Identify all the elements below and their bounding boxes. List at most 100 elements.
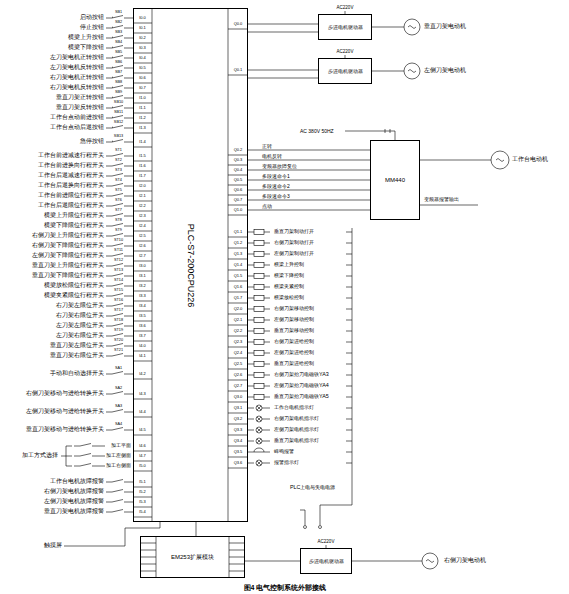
wire [106, 430, 112, 431]
output-name: 左侧刀架移动控制 [274, 317, 314, 322]
wire [264, 254, 270, 255]
motor-name: 右侧刀架电动机 [444, 558, 486, 564]
wire [264, 386, 270, 387]
terminal-divider [133, 321, 152, 322]
pin-name: I2.3 [139, 214, 146, 218]
input-name: 停止按钮 [80, 25, 104, 31]
input-name: 垂直刀架上升限位行程开关 [32, 263, 104, 269]
pin-name: I4.1 [139, 354, 146, 358]
wire [124, 128, 133, 129]
pin-name: I3.3 [139, 294, 146, 298]
terminal-divider [133, 161, 152, 162]
pin-name: Q0.4 [234, 168, 243, 172]
inverter-box: MM440 [370, 140, 420, 220]
wire [106, 128, 112, 129]
pin-name: I1.3 [139, 126, 146, 130]
wire [264, 276, 270, 277]
motor-symbol [491, 151, 509, 169]
wire [264, 397, 270, 398]
terminal-divider [133, 123, 152, 124]
wire [346, 331, 352, 332]
pin-name: I2.5 [139, 234, 146, 238]
terminal-divider [133, 113, 152, 114]
lamp-symbol [257, 428, 261, 432]
wire [106, 266, 112, 267]
input-name: 右刀架电机反转按钮 [50, 85, 104, 91]
device-tag: ST8 [115, 219, 122, 223]
coil-symbol [254, 252, 264, 257]
coil-symbol [254, 362, 264, 367]
terminal-divider [228, 155, 248, 156]
terminal-divider [228, 369, 248, 370]
wire [124, 356, 133, 357]
terminal-divider [229, 550, 245, 551]
pin-name: I1.4 [139, 140, 146, 144]
terminal-divider [140, 550, 156, 551]
wire [106, 216, 112, 217]
wire [346, 298, 352, 299]
lamp-symbol [257, 406, 261, 410]
signal-wire [248, 150, 370, 151]
wire [106, 246, 112, 247]
wire [124, 98, 133, 99]
wire [106, 286, 112, 287]
switch-contact [112, 334, 123, 337]
wire [124, 118, 133, 119]
wire [248, 441, 254, 442]
terminal-divider [228, 75, 248, 76]
wire [124, 394, 133, 395]
wire [124, 108, 133, 109]
wire [264, 452, 270, 453]
wire [124, 68, 133, 69]
button-mark [112, 47, 113, 48]
terminal-divider [228, 336, 248, 337]
device-tag: SB6 [115, 61, 122, 65]
coil-symbol [254, 329, 264, 334]
wire [124, 512, 133, 513]
device-tag: ST3 [115, 169, 122, 173]
wire [346, 265, 352, 266]
input-name: 横梁上升限位行程开关 [44, 213, 104, 219]
switch-contact [112, 140, 123, 143]
switch-contact [112, 224, 123, 227]
pin-name: Q0.6 [234, 188, 243, 192]
input-name: 垂直刀架电机故障报警 [44, 509, 104, 515]
pin-name: Q0.0 [234, 22, 243, 26]
wire [106, 48, 112, 49]
wire [92, 446, 105, 447]
device-tag: ST1 [115, 149, 122, 153]
terminal-divider [140, 564, 156, 565]
pin-name: Q1.3 [234, 252, 243, 256]
terminal-column [152, 8, 153, 522]
wire [106, 78, 112, 79]
terminal-divider [228, 314, 248, 315]
wire [248, 342, 254, 343]
output-name: 右侧刀架抬刀电磁铁YA3 [274, 372, 329, 377]
pin-name: Q3.2 [234, 417, 243, 421]
wire [248, 180, 370, 181]
motor-symbol [422, 553, 438, 569]
input-name: 工作台前进减速行程开关 [38, 153, 104, 159]
terminal-divider [228, 358, 248, 359]
device-tag: SA3 [115, 405, 122, 409]
terminal-divider [133, 221, 152, 222]
switch-contact [112, 36, 123, 39]
wire [264, 364, 270, 365]
supply-label: AC220V [337, 50, 354, 55]
wire [124, 78, 133, 79]
switch-contact [112, 244, 123, 247]
switch-contact [112, 264, 123, 267]
switch-contact [112, 294, 123, 297]
wire [106, 108, 112, 109]
output-name: 垂直刀架制动打开 [274, 229, 314, 234]
pin-name: I1.2 [139, 116, 146, 120]
terminal-divider [133, 181, 152, 182]
input-name: 左侧刀架下降限位行程开关 [32, 253, 104, 259]
wire [264, 342, 270, 343]
wire [124, 216, 133, 217]
wire [124, 346, 133, 347]
wire [106, 256, 112, 257]
wire [248, 408, 254, 409]
motor-name: 工作台电动机 [512, 157, 548, 163]
pin-name: Q2.7 [234, 384, 243, 388]
